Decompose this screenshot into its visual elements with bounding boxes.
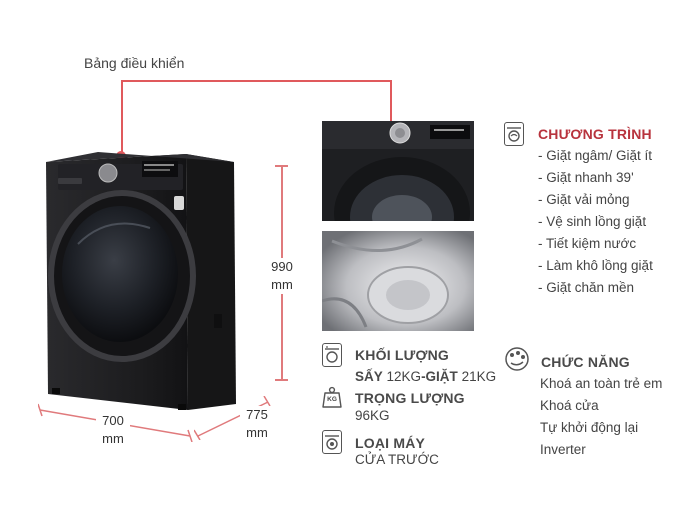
weight-icon-text: KG — [327, 396, 337, 403]
depth-unit: mm — [246, 425, 268, 440]
callout-line-left — [121, 80, 123, 155]
feature-item: Inverter — [540, 442, 586, 457]
type-heading: LOẠI MÁY — [355, 435, 426, 451]
width-dim-label: 700 mm — [96, 412, 130, 448]
height-dim-label: 990 mm — [266, 258, 298, 294]
program-item: - Làm khô lồng giặt — [538, 258, 653, 273]
program-item: - Giặt nhanh 39' — [538, 170, 634, 185]
width-unit: mm — [102, 431, 124, 446]
control-panel-photo — [322, 121, 474, 221]
drum-photo — [322, 231, 474, 331]
program-item: - Giặt chăn mền — [538, 280, 635, 295]
features-heading: CHỨC NĂNG — [541, 354, 630, 370]
height-dim-cap-top — [275, 165, 288, 167]
programs-heading: CHƯƠNG TRÌNH — [538, 126, 652, 142]
capacity-value-line: SẤY 12KG-GIẶT 21KG — [355, 369, 496, 384]
weight-icon: KG — [322, 386, 342, 408]
program-item: - Tiết kiệm nước — [538, 236, 637, 251]
program-icon — [504, 122, 524, 146]
features-icon — [504, 346, 530, 372]
dry-value: 12KG — [386, 369, 422, 384]
front-load-icon — [322, 430, 342, 454]
program-item: - Vệ sinh lồng giặt — [538, 214, 647, 229]
callout-line-horizontal — [121, 80, 391, 82]
depth-value: 775 — [246, 407, 268, 422]
capacity-heading: KHỐI LƯỢNG — [355, 347, 449, 363]
depth-dim-label: 775 mm — [240, 406, 274, 442]
callout-line-right — [390, 80, 392, 128]
program-item: - Giặt ngâm/ Giặt ít — [538, 148, 653, 163]
weight-value: 96KG — [355, 408, 390, 423]
feature-item: Khoá cửa — [540, 398, 599, 413]
width-value: 700 — [102, 413, 124, 428]
feature-item: Khoá an toàn trẻ em — [540, 376, 663, 391]
washing-machine-illustration — [46, 152, 236, 410]
height-value: 990 — [271, 259, 293, 274]
program-item: - Giặt vải mỏng — [538, 192, 630, 207]
height-dim-cap-bottom — [275, 379, 288, 381]
weight-heading: TRỌNG LƯỢNG — [355, 390, 465, 406]
height-unit: mm — [271, 277, 293, 292]
wash-value: 21KG — [461, 369, 497, 384]
feature-item: Tự khởi động lại — [540, 420, 639, 435]
control-panel-label: Bảng điều khiển — [84, 55, 185, 71]
wash-label: -GIẶT — [421, 369, 458, 384]
washer-icon — [322, 343, 342, 367]
programs-list: - Giặt ngâm/ Giặt ít - Giặt nhanh 39' - … — [538, 145, 653, 299]
dry-label: SẤY — [355, 369, 383, 384]
type-value: CỬA TRƯỚC — [355, 452, 439, 467]
features-list: Khoá an toàn trẻ em Khoá cửa Tự khởi độn… — [540, 373, 662, 461]
